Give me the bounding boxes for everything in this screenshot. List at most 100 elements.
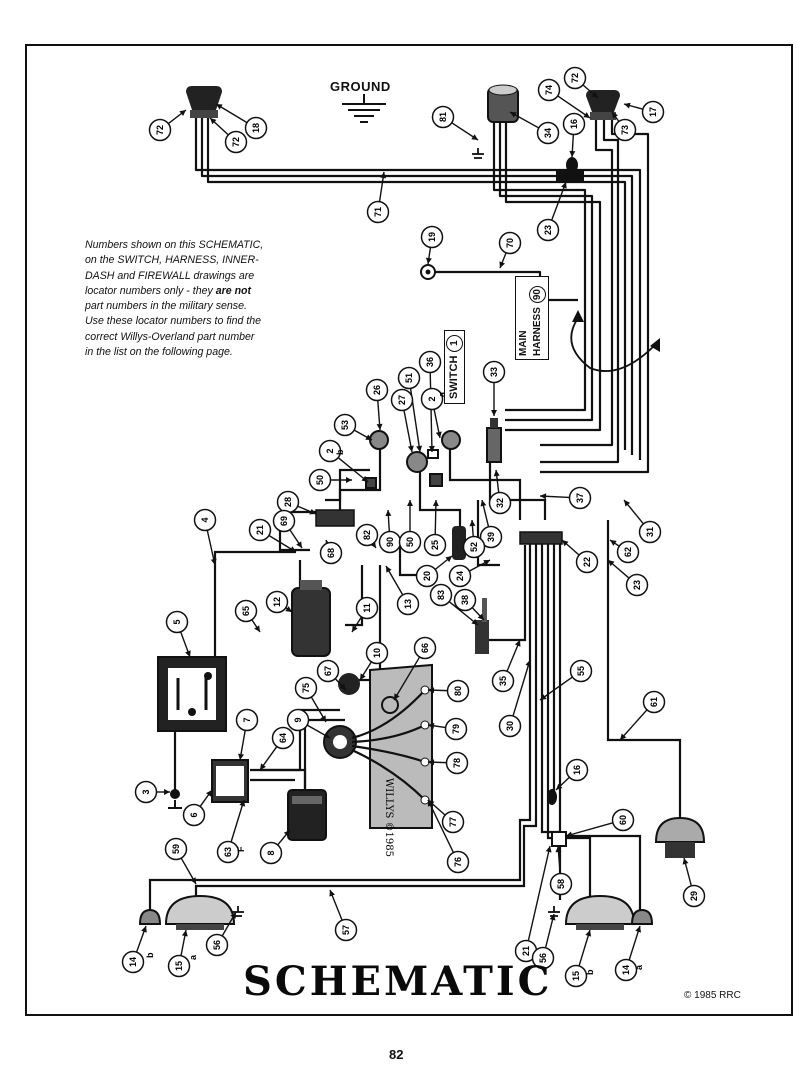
callout-number: 68: [326, 548, 336, 558]
note-line: Numbers shown on this SCHEMATIC,: [85, 239, 264, 251]
callout-circle: [482, 360, 506, 384]
callout-number: 18: [251, 123, 261, 133]
callout-circle: [121, 950, 145, 974]
leader-arrowhead: [210, 118, 217, 125]
callout-number: 52: [469, 542, 479, 552]
callout-71: 71: [366, 171, 390, 224]
callout-32: 32: [488, 469, 512, 515]
leader-arrowhead: [555, 846, 562, 853]
callout-circle: [462, 535, 486, 559]
callout-66: 66: [393, 636, 437, 701]
callout-circle: [272, 509, 296, 533]
callout-number: 25: [430, 540, 440, 550]
callout-14: 14: [121, 925, 147, 974]
callout-21: 21: [514, 845, 552, 963]
callout-number: 57: [341, 925, 351, 935]
callout-number: 50: [315, 475, 325, 485]
generator: [287, 789, 327, 841]
left-parking-lamp: [138, 908, 162, 925]
callout-59: 59: [164, 837, 197, 885]
callout-number: 71: [373, 207, 383, 217]
callout-28: 28: [276, 490, 317, 515]
callout-29: 29: [682, 857, 706, 908]
callout-number: 4: [200, 517, 210, 522]
leader-arrowhead: [320, 715, 326, 722]
leader-arrowhead: [380, 172, 387, 179]
leader-arrowhead: [230, 912, 236, 919]
callout-number: 53: [340, 420, 350, 430]
leader-arrowhead: [309, 508, 316, 515]
callout-35: 35: [491, 639, 521, 693]
right-headlight: [564, 894, 636, 930]
callout-number: 21: [255, 525, 265, 535]
engine-plate: WILLYS ©1985: [369, 663, 433, 857]
callout-50: 50: [308, 468, 352, 492]
ground-symbol: [342, 94, 386, 123]
leader-line: [512, 659, 531, 716]
callout-circle: [682, 884, 706, 908]
callout-circle: [355, 596, 379, 620]
callout-number: 31: [645, 527, 655, 537]
callout-circle: [366, 200, 390, 224]
callout-4: 4: [193, 508, 217, 566]
right-parking-lamp: [630, 908, 654, 925]
callout-number: 14: [621, 965, 631, 975]
leader-arrowhead: [525, 660, 532, 667]
sender-unit: [475, 598, 489, 654]
callout-50: 50: [398, 500, 422, 554]
callout-circle: [420, 387, 444, 411]
leader-arrowhead: [394, 693, 400, 700]
leader-arrowhead: [361, 475, 368, 482]
leader-line: [427, 799, 454, 853]
callout-circle: [562, 112, 586, 136]
callout-2: 2: [420, 387, 444, 439]
leader-arrowhead: [610, 540, 617, 546]
left-headlight: [164, 894, 236, 930]
callout-number: 2: [325, 448, 335, 453]
leader-arrowhead: [480, 500, 487, 507]
callout-number: 35: [498, 676, 508, 686]
callout-number: 72: [155, 125, 165, 135]
page-number: 82: [389, 1047, 404, 1062]
callout-number: 15: [174, 961, 184, 971]
note-line: locator numbers only - they are not: [85, 284, 333, 299]
callout-number: 83: [436, 590, 446, 600]
callout-circle: [488, 491, 512, 515]
callout-circle: [441, 810, 465, 834]
fuse-16-lower: [547, 789, 557, 805]
callout-circle: [397, 366, 421, 390]
callout-circle: [216, 840, 240, 864]
wire-bundle-top: [194, 118, 650, 474]
callout-19: 19: [420, 225, 444, 265]
leader-line: [578, 929, 591, 966]
callout-circle: [418, 350, 442, 374]
callout-circle: [248, 518, 272, 542]
leader-arrowhead: [566, 831, 573, 838]
callout-number: 63: [223, 847, 233, 857]
fuse-20: [452, 526, 466, 560]
callout-circle: [148, 118, 172, 142]
callout-number: 81: [438, 112, 448, 122]
callout-55: 55: [539, 659, 593, 701]
leader-arrowhead: [591, 91, 598, 98]
callout-circle: [564, 964, 588, 988]
callout-56: 56: [531, 913, 556, 970]
callout-number: 24: [455, 571, 465, 581]
callout-72: 72: [563, 66, 599, 99]
callout-number: 34: [543, 128, 553, 138]
callout-circle: [271, 726, 295, 750]
leader-arrowhead: [483, 560, 490, 566]
callout-number: 30: [505, 721, 515, 731]
callout-64: 64: [259, 726, 295, 771]
callout-circle: [265, 590, 289, 614]
copyright: © 1985 RRC: [684, 990, 741, 1001]
callout-circle: [316, 659, 340, 683]
callout-number: 55: [576, 666, 586, 676]
callout-circle: [333, 413, 357, 437]
leader-line: [551, 181, 567, 220]
callout-number: 61: [649, 697, 659, 707]
callout-70: 70: [498, 231, 522, 269]
callout-30: 30: [498, 659, 532, 738]
page-title: SCHEMATIC: [243, 958, 553, 1005]
callout-number: 14: [128, 957, 138, 967]
